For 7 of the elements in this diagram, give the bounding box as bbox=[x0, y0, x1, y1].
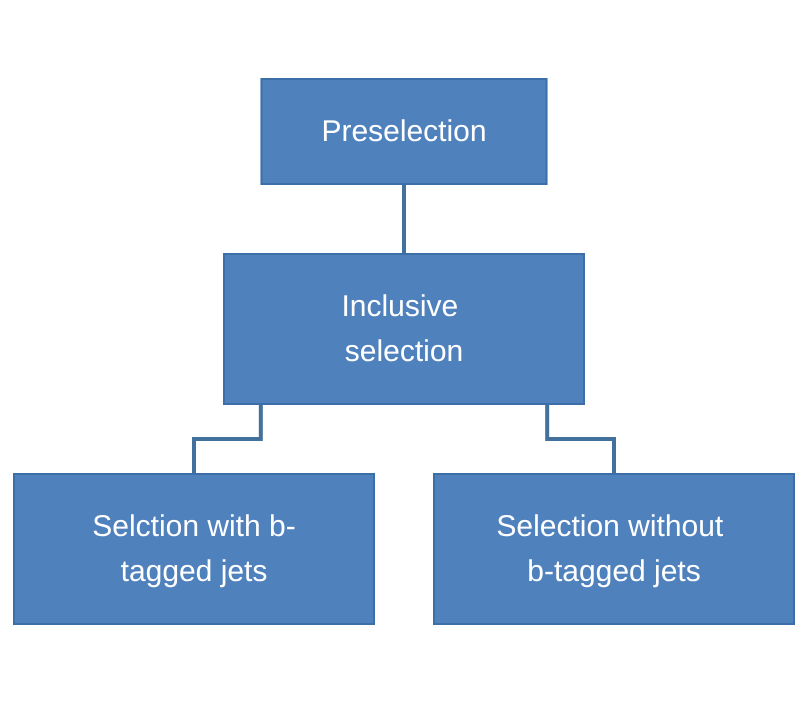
connector bbox=[192, 404, 262, 476]
connector bbox=[402, 184, 406, 256]
node-box: Inclusive selection bbox=[222, 253, 584, 405]
node-box: Selection without b-tagged jets bbox=[432, 473, 794, 625]
node-box: Preselection bbox=[260, 78, 548, 185]
connector bbox=[544, 404, 616, 476]
node-box: Selction with b-tagged jets bbox=[12, 473, 374, 625]
